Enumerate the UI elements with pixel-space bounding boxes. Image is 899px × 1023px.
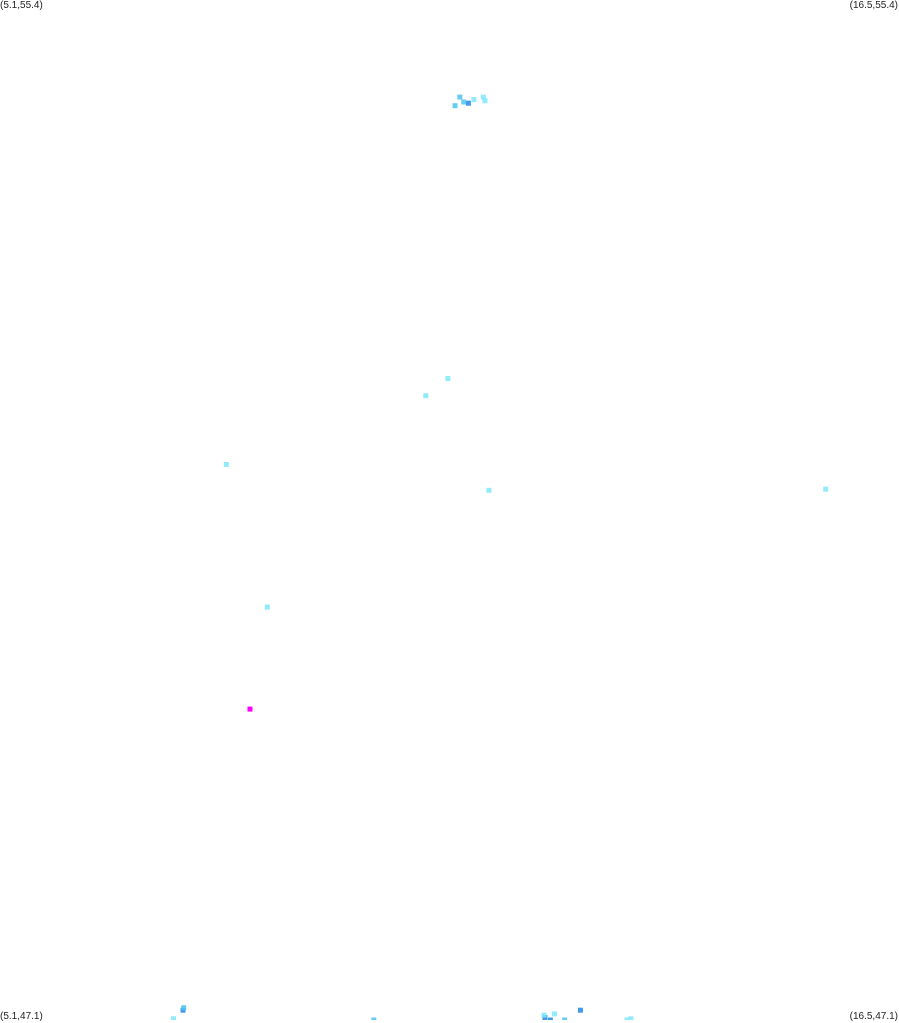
map-point <box>371 1017 377 1020</box>
map-point <box>562 1017 568 1020</box>
map-point <box>486 487 492 493</box>
map-point <box>461 99 467 105</box>
corner-label-top-left: (5.1,55.4) <box>0 0 43 11</box>
corner-label-bottom-left: (5.1,47.1) <box>0 1011 43 1022</box>
map-point <box>547 1017 553 1020</box>
map-point <box>457 94 463 100</box>
corner-label-top-right: (16.5,55.4) <box>849 0 898 11</box>
map-point <box>181 1005 187 1011</box>
map-point <box>452 103 458 109</box>
map-point <box>465 100 471 106</box>
map-point <box>480 94 486 100</box>
map-point <box>223 462 229 467</box>
map-point <box>445 376 451 381</box>
points-layer <box>171 94 829 1020</box>
map-point <box>577 1007 583 1013</box>
map-point <box>264 604 270 610</box>
map-point <box>823 486 829 492</box>
map-point <box>171 1016 176 1020</box>
map-point <box>541 1012 547 1018</box>
map-point <box>482 98 488 104</box>
map-point <box>471 97 477 102</box>
map-point <box>551 1011 557 1017</box>
map-point <box>247 706 253 712</box>
map-point <box>624 1017 630 1020</box>
corner-label-bottom-right: (16.5,47.1) <box>849 1011 898 1022</box>
map-point <box>628 1016 634 1020</box>
map-point <box>423 393 429 399</box>
